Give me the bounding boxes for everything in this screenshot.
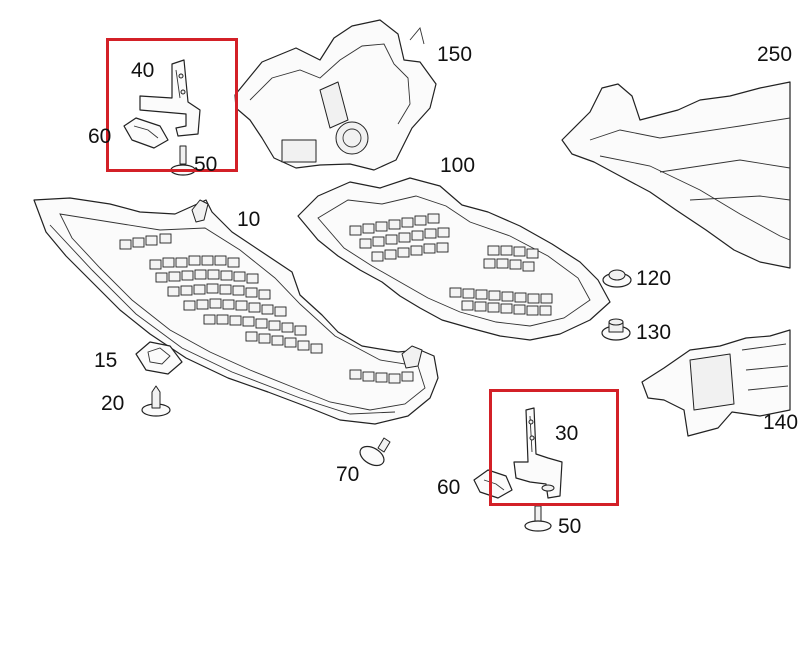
label-140: 140 bbox=[763, 411, 798, 434]
part-140-bracket bbox=[641, 329, 791, 437]
label-50-bottom: 50 bbox=[558, 515, 582, 538]
label-15: 15 bbox=[94, 349, 118, 372]
part-40-bracket bbox=[139, 59, 201, 137]
label-60-top: 60 bbox=[88, 125, 112, 148]
part-20-screw bbox=[141, 385, 171, 417]
highlight-frame-top bbox=[106, 38, 238, 172]
label-100: 100 bbox=[440, 154, 476, 177]
label-10: 10 bbox=[237, 208, 261, 231]
part-150-shield bbox=[234, 19, 437, 171]
label-60-bottom: 60 bbox=[437, 476, 461, 499]
part-50-screw-bottom bbox=[524, 505, 552, 532]
highlight-frame-bottom bbox=[489, 389, 619, 506]
part-70-screw bbox=[359, 437, 391, 467]
label-150: 150 bbox=[437, 43, 473, 66]
part-10-underbody-panel bbox=[33, 197, 439, 425]
part-130-nut bbox=[601, 318, 631, 341]
label-50-top: 50 bbox=[194, 153, 218, 176]
part-250-panel bbox=[561, 81, 791, 269]
label-120: 120 bbox=[636, 267, 672, 290]
part-120-nut bbox=[602, 269, 632, 288]
label-40: 40 bbox=[131, 59, 155, 82]
part-60-clip-bottom bbox=[473, 469, 513, 499]
label-20: 20 bbox=[101, 392, 125, 415]
label-70: 70 bbox=[336, 463, 360, 486]
part-15-clip bbox=[135, 341, 183, 375]
label-130: 130 bbox=[636, 321, 672, 344]
label-30: 30 bbox=[555, 422, 579, 445]
part-100-panel bbox=[297, 177, 611, 341]
label-250: 250 bbox=[757, 43, 793, 66]
part-60-clip-top bbox=[123, 117, 169, 149]
part-30-bracket bbox=[513, 407, 563, 499]
